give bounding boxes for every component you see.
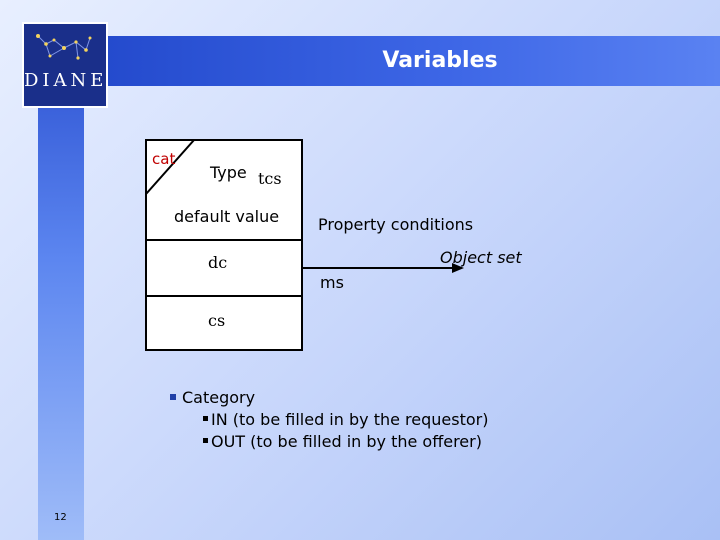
slide-title: Variables	[382, 48, 498, 73]
category-text: Category	[182, 388, 256, 407]
variable-box	[145, 139, 303, 351]
list-item: IN (to be filled in by the requestor)	[170, 410, 488, 432]
ms-label: ms	[320, 273, 344, 292]
bullet-square-icon	[170, 393, 176, 400]
logo-text: DIANE	[24, 70, 108, 91]
out-text: OUT (to be filled in by the offerer)	[211, 432, 482, 451]
property-conditions-label: Property conditions	[318, 215, 474, 234]
bullet-square-icon	[203, 416, 208, 421]
category-bullets: Category IN (to be filled in by the requ…	[170, 388, 488, 454]
cs-label: cs	[208, 311, 226, 330]
in-text: IN (to be filled in by the requestor)	[211, 410, 489, 429]
default-value-label: default value	[174, 207, 280, 226]
tcs-label: tcs	[258, 169, 282, 188]
object-set-label: Object set	[440, 248, 522, 267]
list-item: OUT (to be filled in by the offerer)	[170, 432, 488, 454]
arrow-head-icon	[452, 263, 464, 273]
bullet-square-icon	[203, 438, 208, 443]
diane-logo: DIANE	[22, 22, 108, 108]
list-item: Category	[170, 388, 488, 410]
cat-label: cat	[152, 150, 176, 168]
title-bar	[38, 36, 720, 86]
dc-label: dc	[208, 253, 228, 272]
constellation-icon	[36, 34, 92, 60]
cat-corner	[145, 139, 197, 197]
type-label: Type	[210, 163, 247, 182]
page-number: 12	[54, 512, 67, 523]
left-accent-bar	[38, 30, 84, 540]
